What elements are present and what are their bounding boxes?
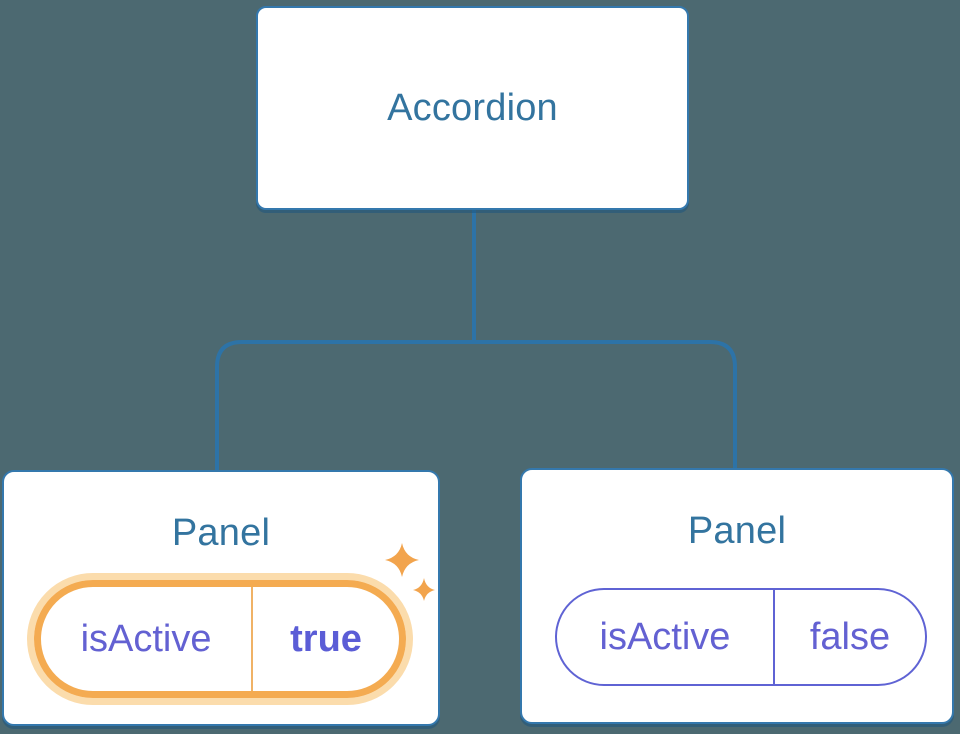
state-key-label: isActive [80, 617, 212, 660]
panel-node-active: Panel isActive true [2, 470, 440, 726]
pill-divider [772, 590, 775, 684]
panel-node-inactive: Panel isActive false [520, 468, 954, 724]
state-value-label: false [809, 615, 891, 658]
state-key-label: isActive [599, 615, 731, 658]
accordion-node: Accordion [256, 6, 689, 210]
state-value-label: true [290, 617, 362, 660]
state-pill-active-core: isActive true [34, 580, 406, 698]
state-pill-active: isActive true [27, 573, 413, 705]
panel-node-label: Panel [687, 510, 787, 552]
pill-divider [251, 587, 254, 691]
accordion-node-label: Accordion [387, 86, 558, 129]
state-pill-inactive: isActive false [555, 588, 927, 686]
panel-node-label: Panel [171, 512, 271, 554]
